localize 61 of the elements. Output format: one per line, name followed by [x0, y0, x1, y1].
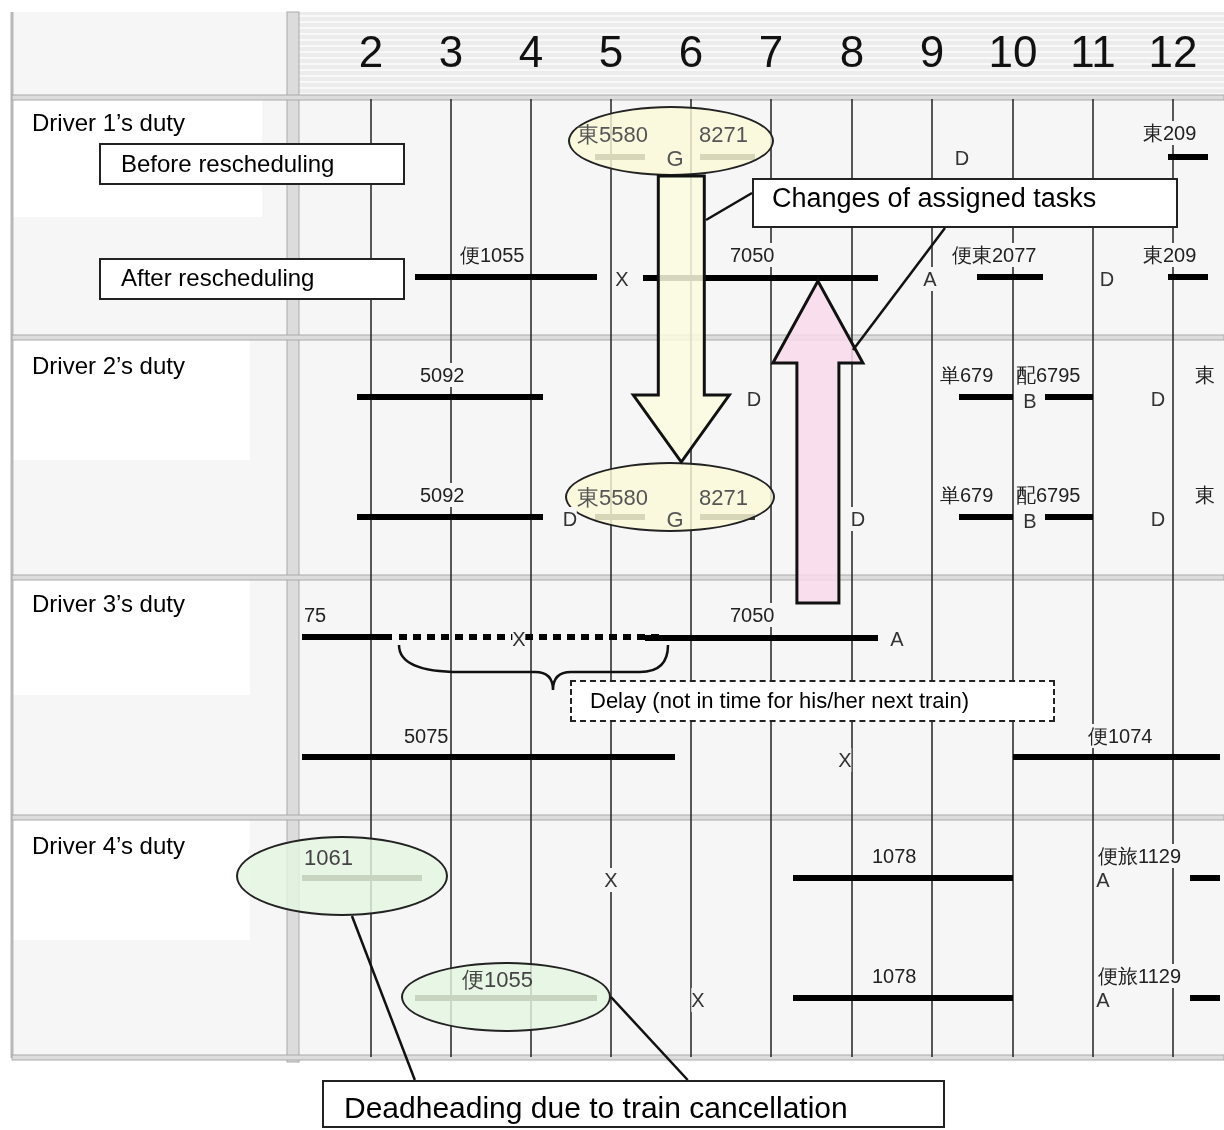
train-number: 5092 — [420, 363, 465, 387]
callout-text: Changes of assigned tasks — [772, 181, 1097, 215]
train-number: 配6795 — [1016, 483, 1081, 507]
event-letter: X — [691, 988, 705, 1012]
train-number: 1061 — [304, 844, 353, 872]
block-arrow — [770, 277, 866, 605]
event-letter: X — [604, 868, 618, 892]
time-axis-label: 11 — [1070, 25, 1116, 78]
callout-text: Before rescheduling — [121, 149, 335, 179]
train-number: 東209 — [1143, 121, 1197, 145]
train-number: 単679 — [940, 363, 994, 387]
leader-line — [610, 996, 689, 1081]
row-label: Driver 2’s duty — [32, 351, 185, 381]
leader-line — [705, 191, 753, 222]
train-number: 便1074 — [1088, 724, 1153, 748]
callout-text: Delay (not in time for his/her next train) — [590, 687, 970, 715]
row-label: Driver 4’s duty — [32, 831, 185, 861]
train-number: 単679 — [940, 483, 994, 507]
row-label: Driver 1’s duty — [32, 108, 185, 138]
callout-box — [752, 178, 1178, 228]
callout-box — [570, 680, 1055, 722]
event-letter: A — [923, 267, 937, 291]
leader-line — [852, 227, 946, 351]
callout-text: After rescheduling — [121, 263, 315, 293]
train-number: 便旅1129 — [1098, 844, 1181, 868]
time-axis-label: 2 — [358, 25, 384, 78]
train-number: 7050 — [730, 603, 775, 627]
train-number: 便1055 — [460, 243, 525, 267]
train-number: 東5580 — [577, 484, 648, 512]
label-box — [99, 143, 405, 185]
train-number: 配6795 — [1016, 363, 1081, 387]
train-number: 東5580 — [577, 121, 648, 149]
time-axis-label: 10 — [988, 25, 1038, 78]
time-axis-label: 5 — [598, 25, 624, 78]
time-axis-label: 3 — [438, 25, 464, 78]
event-letter: X — [838, 748, 852, 772]
train-number: 5092 — [420, 483, 465, 507]
event-letter: D — [850, 507, 866, 531]
train-number: 8271 — [699, 121, 748, 149]
train-number: 東 — [1195, 363, 1215, 387]
train-number: 便旅1129 — [1098, 964, 1181, 988]
row-label: Driver 3’s duty — [32, 589, 185, 619]
time-axis-label: 6 — [678, 25, 704, 78]
train-number: 7050 — [730, 243, 775, 267]
time-axis-label: 9 — [919, 25, 945, 78]
callout-box — [322, 1080, 945, 1128]
train-number: 便1055 — [462, 966, 533, 994]
time-axis-label: 7 — [758, 25, 784, 78]
leader-line — [350, 915, 416, 1081]
time-axis-label: 12 — [1148, 25, 1198, 78]
block-arrow — [630, 174, 733, 465]
callout-text: Deadheading due to train cancellation — [344, 1090, 848, 1126]
train-number: 東 — [1195, 483, 1215, 507]
event-letter: G — [666, 145, 684, 173]
time-axis-label: 4 — [518, 25, 544, 78]
train-number: 東209 — [1143, 243, 1197, 267]
event-letter: G — [666, 506, 684, 534]
train-number: 便東2077 — [952, 243, 1037, 267]
time-axis-label: 8 — [839, 25, 865, 78]
train-number: 8271 — [699, 484, 748, 512]
label-box — [99, 258, 405, 300]
